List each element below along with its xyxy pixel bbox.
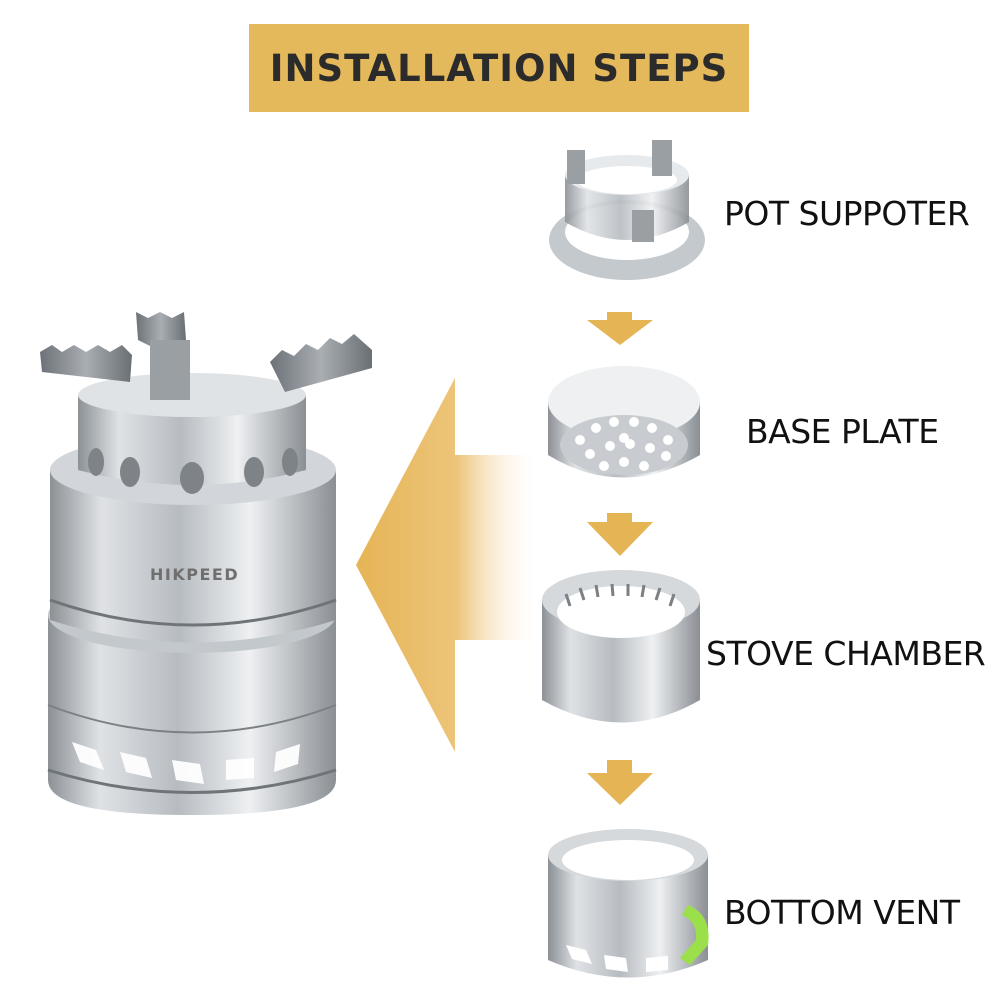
bottom-vent-icon [548, 829, 709, 978]
down-arrow-icon [587, 513, 653, 556]
banner-title: INSTALLATION STEPS [269, 46, 729, 90]
base-plate-icon [548, 366, 700, 478]
brand-logo: HIKPEED [150, 565, 240, 584]
step-label-pot-supporter: POT SUPPOTER [724, 194, 970, 233]
step-label-base-plate: BASE PLATE [746, 412, 939, 451]
assembly-arrow-icon [356, 378, 540, 752]
step-label-stove-chamber: STOVE CHAMBER [706, 634, 986, 673]
assembled-stove-icon [40, 312, 372, 815]
pot-supporter-icon [549, 140, 705, 280]
down-arrow-icon [587, 312, 653, 345]
step-label-bottom-vent: BOTTOM VENT [724, 893, 960, 932]
stove-chamber-icon [542, 570, 700, 723]
down-arrow-icon [587, 760, 653, 805]
title-banner: INSTALLATION STEPS [249, 24, 749, 112]
